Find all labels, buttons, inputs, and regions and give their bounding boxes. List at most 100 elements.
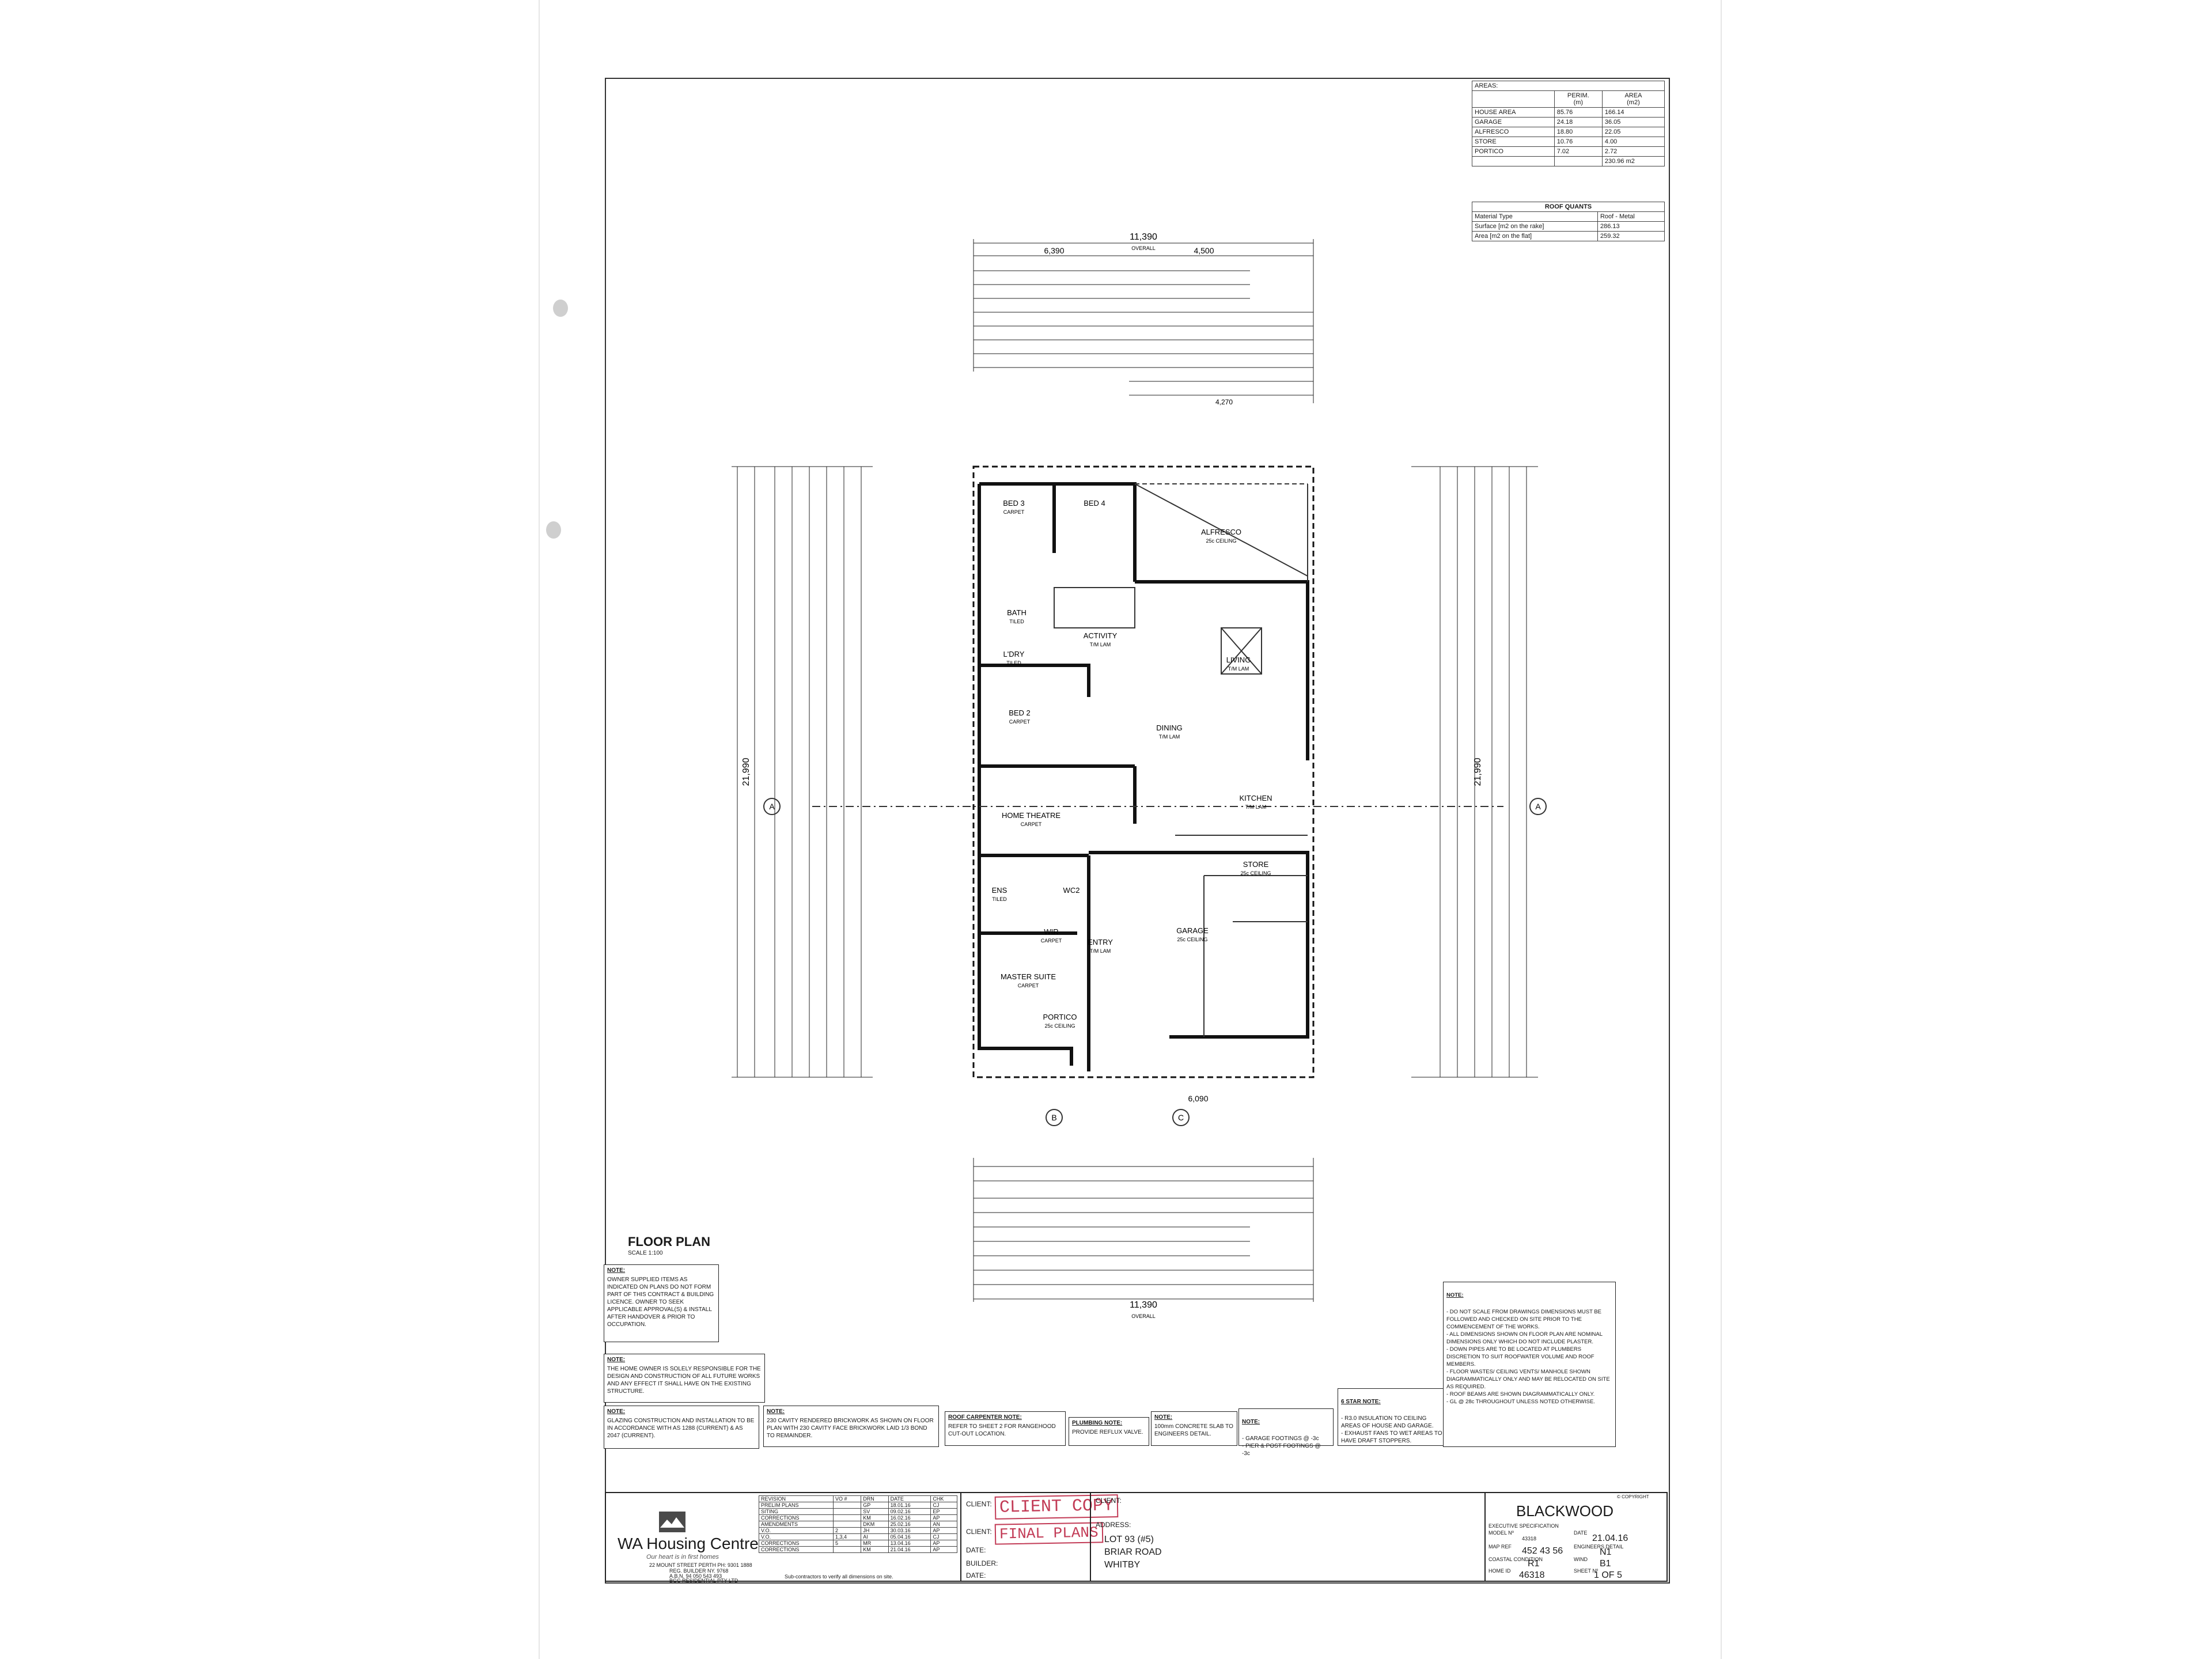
sheet-label: SHEET Nº: [1574, 1568, 1599, 1574]
map-ref-label: MAP REF: [1488, 1544, 1512, 1550]
room-store-floor: 25c CEILING: [1240, 870, 1271, 876]
note-owner-items: NOTE: OWNER SUPPLIED ITEMS AS INDICATED …: [604, 1264, 719, 1342]
section-marker-a-right: A: [1535, 802, 1541, 811]
company-abn: A.B.N. 94 050 543 493: [669, 1573, 722, 1579]
room-master-suite-floor: CARPET: [1018, 983, 1039, 988]
room-bath-floor: TILED: [1009, 619, 1024, 624]
note-text: GLAZING CONSTRUCTION AND INSTALLATION TO…: [607, 1418, 755, 1439]
material-value: Roof - Metal: [1597, 211, 1665, 222]
room-wc2: WC2: [1063, 886, 1080, 895]
room-dining-floor: T/M LAM: [1159, 734, 1180, 740]
drn-header: DRN: [861, 1495, 889, 1502]
room-bed2-floor: CARPET: [1009, 719, 1031, 725]
client-label-2: CLIENT:: [966, 1528, 992, 1536]
room-kitchen: KITCHEN: [1239, 794, 1272, 802]
vo-header: VO #: [832, 1495, 862, 1502]
dim-6390: 6,390: [1044, 246, 1064, 255]
note-home-owner: NOTE: THE HOME OWNER IS SOLELY RESPONSIB…: [604, 1354, 765, 1403]
note-heading: NOTE:: [607, 1267, 626, 1274]
final-plans-stamp: FINAL PLANS: [994, 1522, 1103, 1545]
room-dining: DINING: [1156, 724, 1183, 732]
room-activity: ACTIVITY: [1084, 631, 1118, 640]
section-marker-a: A: [769, 802, 775, 811]
address-label: ADDRESS:: [1096, 1521, 1131, 1529]
note-heading: 6 STAR NOTE:: [1341, 1399, 1381, 1405]
company-address: 22 MOUNT STREET PERTH PH: 9301 1888: [649, 1562, 752, 1568]
room-portico-floor: 25c CEILING: [1044, 1023, 1075, 1029]
note-text: 100mm CONCRETE SLAB TO ENGINEERS DETAIL.: [1154, 1423, 1233, 1437]
garage-store-overall-dim: 6,090: [1188, 1094, 1208, 1103]
section-marker-b: B: [1051, 1113, 1056, 1122]
room-ens-floor: TILED: [992, 896, 1007, 902]
note-heading: NOTE:: [1446, 1292, 1464, 1298]
room-bed3-floor: CARPET: [1003, 509, 1025, 515]
room-wir-floor: CARPET: [1041, 938, 1062, 944]
note-footings: NOTE: - GARAGE FOOTINGS @ -3c - PIER & P…: [1238, 1408, 1334, 1457]
note-text: PROVIDE REFLUX VALVE.: [1072, 1429, 1143, 1435]
perim-unit: (m): [1573, 99, 1584, 106]
perim-header: PERIM.: [1567, 92, 1589, 99]
note-heading: NOTE:: [607, 1357, 626, 1363]
note-text: - DO NOT SCALE FROM DRAWINGS DIMENSIONS …: [1446, 1309, 1610, 1405]
overall-height-right: 21,990: [1473, 757, 1483, 786]
section-marker-c: C: [1178, 1113, 1184, 1122]
room-ens: ENS: [992, 886, 1007, 895]
map-ref: 452 43 56: [1522, 1546, 1563, 1556]
room-entry: ENTRY: [1088, 938, 1113, 946]
wind-class: B1: [1600, 1559, 1611, 1569]
room-bath: BATH: [1007, 608, 1027, 617]
client-label-3: CLIENT:: [1096, 1497, 1122, 1505]
table-row: Area [m2 on the flat]259.32: [1472, 231, 1665, 241]
note-plumbing: PLUMBING NOTE: PROVIDE REFLUX VALVE.: [1069, 1417, 1149, 1446]
roof-quants-title: ROOF QUANTS: [1472, 202, 1665, 212]
areas-total: 230.96 m2: [1601, 156, 1665, 166]
address-road: BRIAR ROAD: [1104, 1547, 1162, 1557]
area-header: AREA: [1624, 92, 1642, 99]
room-alfresco: ALFRESCO: [1201, 528, 1241, 536]
note-brickwork: NOTE: 230 CAVITY RENDERED BRICKWORK AS S…: [763, 1406, 939, 1447]
room-entry-floor: T/M LAM: [1090, 948, 1111, 954]
client-label: CLIENT:: [966, 1500, 992, 1508]
room-portico: PORTICO: [1043, 1013, 1077, 1021]
coastal-label: COASTAL CONDITION: [1488, 1556, 1543, 1562]
note-text: REFER TO SHEET 2 FOR RANGEHOOD CUT-OUT L…: [948, 1423, 1056, 1437]
overall-label-bottom: OVERALL: [1131, 1313, 1156, 1319]
drawing-border: [605, 78, 1670, 1584]
room-kitchen-floor: T/M LAM: [1245, 804, 1267, 810]
address-lot: LOT 93 (#5): [1104, 1535, 1154, 1544]
plan-date: 21.04.16: [1592, 1533, 1628, 1543]
note-text: - GARAGE FOOTINGS @ -3c - PIER & POST FO…: [1242, 1435, 1321, 1457]
note-text: THE HOME OWNER IS SOLELY RESPONSIBLE FOR…: [607, 1366, 761, 1395]
areas-title: AREAS:: [1472, 81, 1665, 91]
room-ldry: L'DRY: [1003, 650, 1025, 658]
room-home-theatre: HOME THEATRE: [1002, 811, 1060, 820]
room-bed3: BED 3: [1003, 499, 1025, 507]
table-row: Surface [m2 on the rake]286.13: [1472, 221, 1665, 232]
overall-height-left: 21,990: [741, 757, 751, 786]
exec-spec: EXECUTIVE SPECIFICATION: [1488, 1523, 1559, 1529]
rev-header: REVISION: [759, 1495, 834, 1502]
room-alfresco-floor: 25c CEILING: [1206, 538, 1236, 544]
model-no: 43318: [1522, 1536, 1537, 1541]
wind-label: WIND: [1574, 1556, 1588, 1562]
copyright: © COPYRIGHT: [1617, 1494, 1649, 1499]
address-suburb: WHITBY: [1104, 1560, 1141, 1570]
sheet-number: 1 OF 5: [1594, 1570, 1622, 1580]
room-living-floor: T/M LAM: [1228, 666, 1249, 672]
builder-label: BUILDER:: [966, 1559, 998, 1567]
punch-hole: [546, 521, 561, 539]
note-heading: NOTE:: [767, 1408, 785, 1415]
room-garage-floor: 25c CEILING: [1177, 937, 1207, 942]
note-heading: NOTE:: [607, 1408, 626, 1415]
overall-width-top: 11,390: [1130, 232, 1157, 242]
room-master-suite: MASTER SUITE: [1001, 972, 1056, 981]
